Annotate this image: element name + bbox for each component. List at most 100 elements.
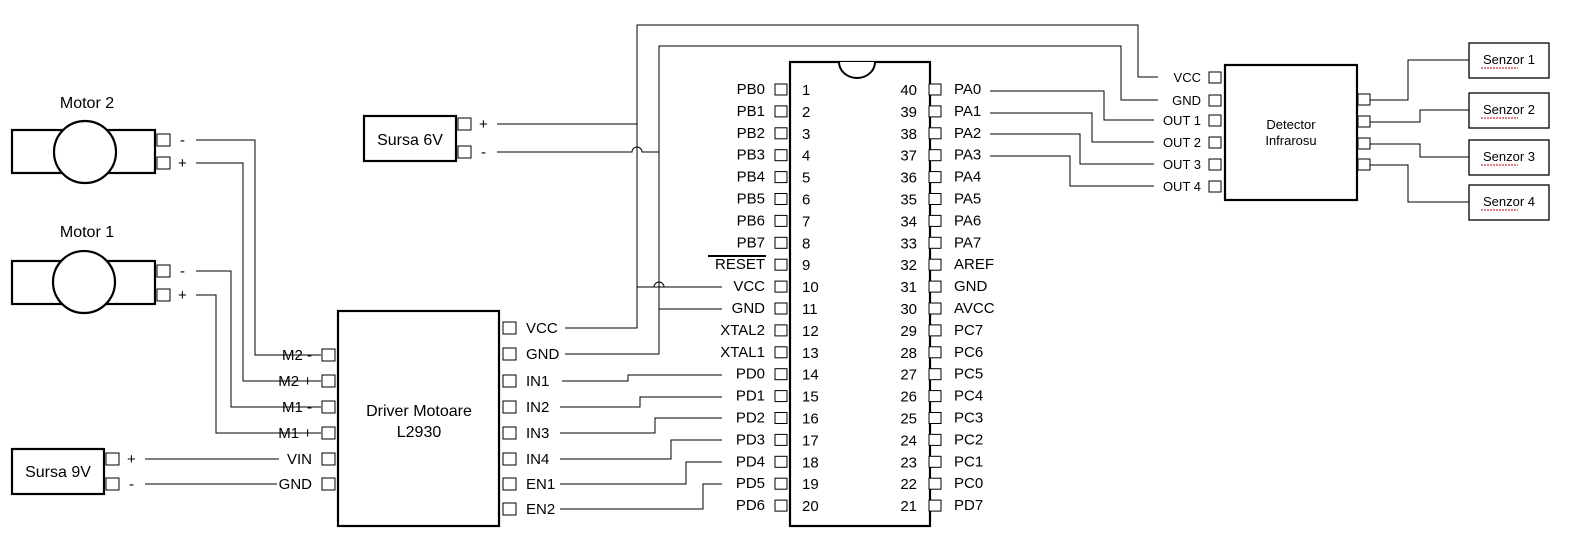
mcu-left-pin-box [774,236,788,249]
mcu-right-pin-box [928,368,942,381]
driver-right-pin-box [502,452,517,466]
mcu-right-pin-box [928,105,942,118]
mcu-left-pin-number: 1 [802,82,810,99]
mcu-right-pin-number: 26 [900,389,917,406]
mcu-right-pin-name: PC0 [954,475,983,492]
detector-right-pins [1357,93,1371,171]
mcu-right-pin-number: 33 [900,235,917,252]
wire-motor2-minus [196,139,321,356]
mcu-right-pin-box [928,258,942,271]
wire-pa3-out4 [990,155,1154,187]
mcu-left-pin-number: 3 [802,126,810,143]
detector-left-pin-box [1208,136,1222,149]
mcu-left-pin-number: 4 [802,148,810,165]
mcu-right-pin-name: PA3 [954,147,981,164]
driver-right-pin-label: IN3 [526,425,549,442]
mcu-right-pin-box [928,302,942,315]
mcu-right-pin-box [928,193,942,205]
mcu-right-pin-number: 27 [900,367,917,384]
mcu-right-pin-number: 22 [900,476,917,493]
mcu-left-pin-box [774,83,788,96]
mcu-left-pin-name: XTAL2 [720,322,765,339]
mcu-left-pin-box [774,280,788,293]
mcu-left-pin-number: 18 [802,454,819,471]
wire-vcc-bus [565,24,1158,329]
motor1-title: Motor 1 [60,224,114,241]
mcu-right-pin-number: 24 [900,432,917,449]
mcu-left-pin-box [774,324,788,337]
motor1-minus-label: - [180,263,185,280]
motor2-pin-minus [156,133,171,147]
mcu-right-pin-box [928,83,942,96]
mcu-right-pin-name: PC7 [954,322,983,339]
wire-mcu-vcc-hop [637,281,722,288]
mcu-left-pin-number: 14 [802,367,819,384]
motor2-plus-label: + [178,155,187,172]
detector-left-pin-label: GND [1172,93,1201,108]
mcu-left-pin-box [774,412,788,424]
driver-right-pin-label: GND [526,346,560,363]
supply6v-box [362,114,458,163]
driver-right-pin-label: VCC [526,320,558,337]
detector-pin-s1 [1357,93,1371,106]
detector-pin-s3 [1357,137,1371,150]
driver-right-pin-box [502,321,517,335]
mcu-right-pin-name: PA4 [954,169,981,186]
mcu-right-pin-number: 32 [900,257,917,274]
detector-left-pin-box [1208,71,1222,84]
mcu-left-pin-box [774,149,788,162]
mcu-right-pin-box [928,171,942,184]
mcu-left-pin-name: PB2 [737,125,765,142]
detector-left-pin-label: OUT 3 [1163,157,1201,172]
mcu-right-pin-number: 39 [900,104,917,121]
sensor-2: Senzor 2 [1468,92,1550,129]
motor-1: Motor 1 - + [10,224,187,315]
driver-right-pin-label: EN2 [526,501,555,518]
supply-9v: Sursa 9V + - [10,447,136,496]
mcu-right-pin-box [928,455,942,468]
supply9v-minus-label: - [129,476,134,493]
detector-left-pin-box [1208,180,1222,193]
driver-left-pin-label: GND [279,476,313,493]
motor-driver: Driver Motoare L2930 M2 -M2 +M1 -M1 +VIN… [278,309,560,528]
mcu-left-pin-number: 19 [802,476,819,493]
mcu-right-pin-name: PD7 [954,497,983,514]
supply9v-pin-minus [105,477,120,491]
wire-in4 [560,439,722,460]
mcu-left-pin-name: PB6 [737,212,765,229]
driver-left-pin-box [321,374,336,388]
motor1-pin-plus [156,288,171,302]
wire-gnd-bus [565,45,1158,355]
motor2-minus-label: - [180,132,185,149]
wire-motor2-plus [196,162,321,382]
driver-left-pin-label: M2 + [278,373,312,390]
driver-right-pin-box [502,477,517,491]
mcu-left-pin-box [774,368,788,381]
mcu-right-pin-box [928,346,942,359]
mcu-left-pin-name: PD3 [736,431,765,448]
driver-right-pin-label: IN1 [526,373,549,390]
mcu-right-pin-box [928,412,942,424]
mcu-left-pin-number: 12 [802,323,819,340]
driver-left-pin-label: M2 - [282,347,312,364]
supply-6v: Sursa 6V + - [362,114,488,163]
mcu-right-pin-name: PC1 [954,453,983,470]
sensor2-box [1468,92,1550,129]
detector-left-pin-label: OUT 1 [1163,113,1201,128]
wire-pa0-out1 [990,90,1154,121]
sensor4-label: Senzor 4 [1483,194,1535,209]
driver-right-pin-label: EN1 [526,476,555,493]
mcu-left-pin-number: 10 [802,279,819,296]
mcu-right-pin-box [928,149,942,162]
mcu-right-pin-box [928,499,942,512]
detector-box [1223,63,1359,202]
wires [145,24,1469,510]
wire-motor1-minus [196,270,321,408]
mcu-right-pin-number: 28 [900,345,917,362]
mcu-left-pin-number: 2 [802,104,810,121]
mcu-right-pin-box [928,324,942,337]
motor-2: Motor 2 - + [10,95,187,185]
mcu-left-pin-number: 16 [802,411,819,428]
